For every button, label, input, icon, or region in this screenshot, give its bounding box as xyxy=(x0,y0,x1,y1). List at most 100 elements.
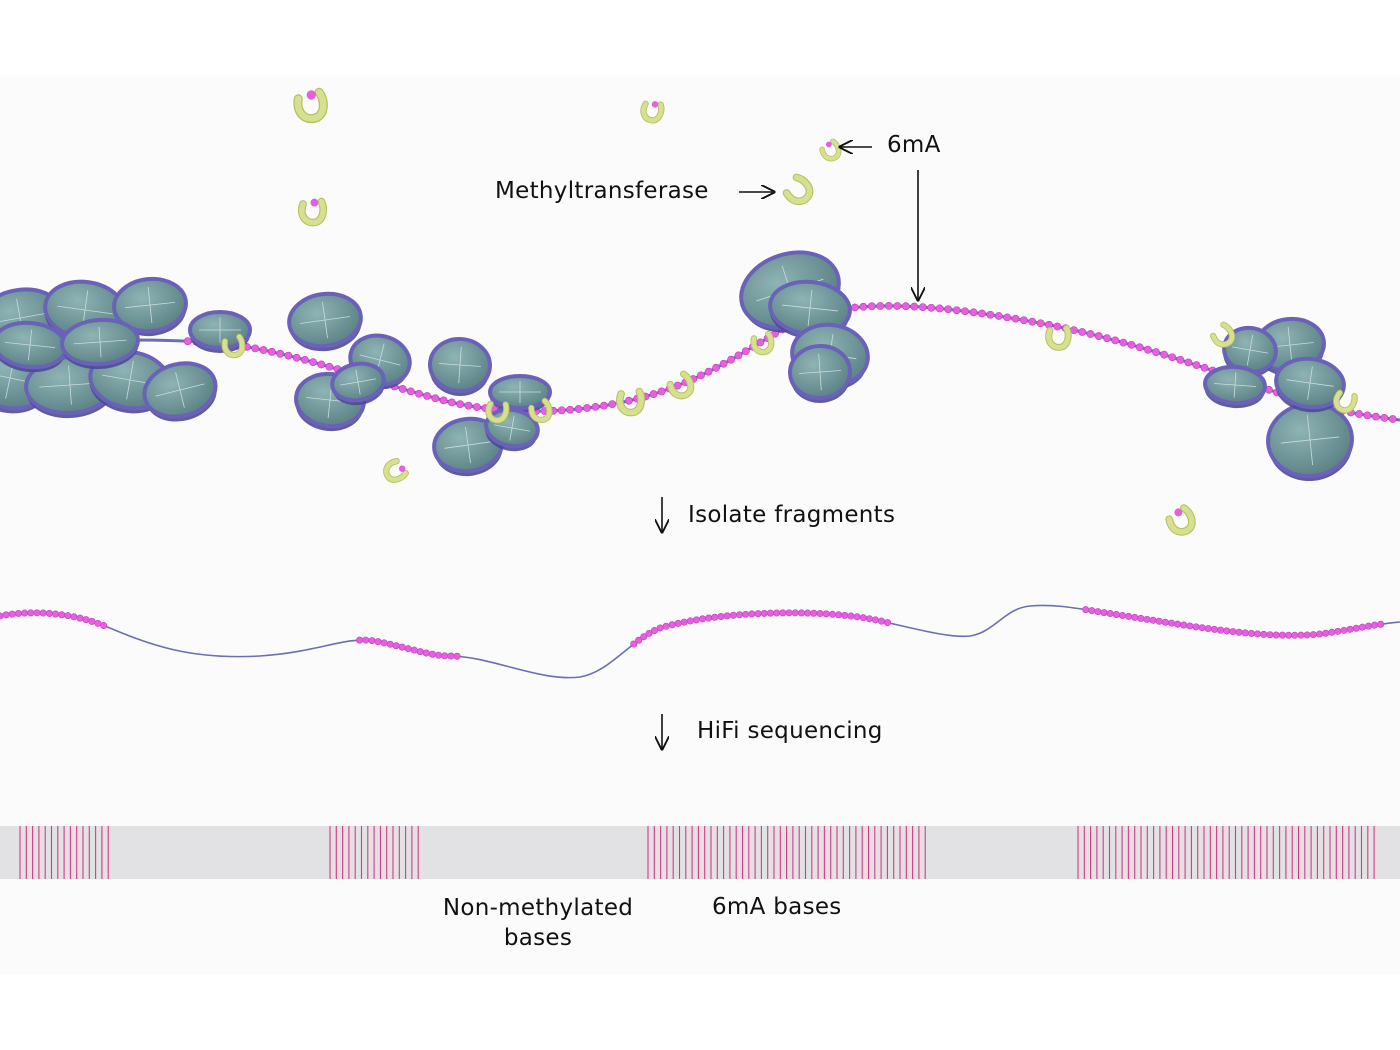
methyl-bead xyxy=(741,347,750,356)
methyl-bead xyxy=(439,396,448,405)
nucleosome xyxy=(0,320,68,373)
nucleosome xyxy=(1274,356,1346,413)
methyl-bead xyxy=(410,646,418,654)
nucleosome xyxy=(432,416,504,477)
methyl-bead xyxy=(1388,415,1397,423)
methyl-bead xyxy=(1131,613,1139,621)
methyl-bead xyxy=(994,312,1003,320)
methyl-bead xyxy=(441,652,449,660)
methyl-bead xyxy=(591,402,600,411)
methyltransferase xyxy=(298,197,328,227)
methyl-bead xyxy=(1380,413,1389,422)
methyl-bead xyxy=(574,405,583,413)
methyl-bead xyxy=(398,643,406,651)
methyl-bead xyxy=(1167,619,1175,627)
methyl-bead xyxy=(1149,616,1157,624)
methyl-bead xyxy=(756,338,765,347)
methyl-bead xyxy=(1364,622,1372,630)
methyl-bead xyxy=(1241,629,1249,637)
nucleosome-seam xyxy=(1233,372,1237,398)
methyl-bead xyxy=(1192,361,1201,370)
methyl-bead xyxy=(259,346,268,354)
methyl-bead xyxy=(1358,623,1366,631)
enzyme-body xyxy=(1046,325,1071,350)
fragment-methylated-beads xyxy=(0,606,1385,660)
nucleosome-cluster xyxy=(0,250,1354,482)
methyl-bead xyxy=(1371,412,1380,421)
methyl-bead xyxy=(828,610,836,618)
methyltransferase xyxy=(1165,504,1196,536)
methyl-bead xyxy=(952,306,961,315)
methyl-bead xyxy=(1135,343,1144,352)
methyltransferase xyxy=(666,370,695,400)
methyl-bead xyxy=(1111,336,1120,345)
methyl-bead xyxy=(473,403,481,411)
methyl-bead xyxy=(447,398,456,407)
methyl-bead xyxy=(835,611,843,619)
methyl-bead xyxy=(893,302,902,310)
methyl-bead xyxy=(944,305,953,314)
methyl-bead xyxy=(841,611,849,619)
enzyme-bound-methyl xyxy=(306,90,316,100)
methyl-bead xyxy=(70,613,78,621)
methyl-bead xyxy=(456,400,465,409)
methyl-bead xyxy=(39,609,47,617)
methyltransferase xyxy=(1333,389,1358,414)
enzyme-body xyxy=(299,198,326,226)
methyl-bead xyxy=(1082,606,1090,614)
methyl-bead xyxy=(712,363,721,372)
methyl-bead xyxy=(1118,611,1126,619)
methyl-bead xyxy=(1297,631,1305,639)
methyl-bead xyxy=(1278,631,1286,639)
methyl-bead xyxy=(1168,353,1177,362)
methyl-bead xyxy=(1100,609,1108,617)
methyl-bead xyxy=(464,401,473,410)
methyl-bead xyxy=(742,610,750,618)
methyl-bead xyxy=(8,610,16,618)
methyl-bead xyxy=(415,389,423,398)
methyltransferase xyxy=(528,397,553,424)
methyl-bead xyxy=(325,362,334,371)
methyl-bead xyxy=(918,303,927,311)
methyl-bead xyxy=(447,652,455,660)
methyltransferase xyxy=(293,87,328,124)
methyl-bead xyxy=(1352,624,1360,632)
methyl-bead xyxy=(404,645,412,653)
methyl-bead xyxy=(1176,355,1185,364)
methyl-bead xyxy=(717,613,725,621)
methyl-bead xyxy=(692,616,700,624)
methyl-bead xyxy=(649,390,658,398)
methyl-bead xyxy=(1160,350,1169,359)
methylation-signal-ticks xyxy=(19,826,1375,879)
methyl-bead xyxy=(300,356,309,364)
methyl-bead xyxy=(1266,631,1274,639)
methyl-bead xyxy=(45,609,53,617)
nucleosome-seam xyxy=(458,346,462,384)
methyl-bead xyxy=(1036,319,1045,328)
methyl-bead xyxy=(583,404,591,412)
methyl-bead xyxy=(760,609,768,617)
methyl-bead xyxy=(1143,345,1152,354)
methyl-bead xyxy=(1180,621,1188,629)
methyl-bead xyxy=(416,648,424,656)
methyl-bead xyxy=(33,609,41,617)
methyl-bead xyxy=(356,636,364,644)
methyl-bead xyxy=(1198,624,1206,632)
methyl-bead xyxy=(734,351,743,360)
methyl-bead xyxy=(94,619,102,627)
methyltransferase xyxy=(1045,324,1072,351)
nucleosome xyxy=(788,343,852,404)
nucleosome xyxy=(142,361,218,422)
methyl-bead xyxy=(705,614,713,622)
methyl-bead xyxy=(1078,328,1087,336)
methyl-bead xyxy=(1363,411,1372,420)
methyltransferase xyxy=(616,387,646,417)
methyl-bead xyxy=(2,611,10,619)
methyl-bead xyxy=(816,610,824,618)
methyl-bead xyxy=(1103,334,1111,343)
methyl-bead xyxy=(736,611,744,619)
methyl-bead xyxy=(662,622,670,630)
methyl-bead xyxy=(804,609,812,617)
methyl-bead xyxy=(711,613,719,621)
methyl-bead xyxy=(1184,358,1193,367)
